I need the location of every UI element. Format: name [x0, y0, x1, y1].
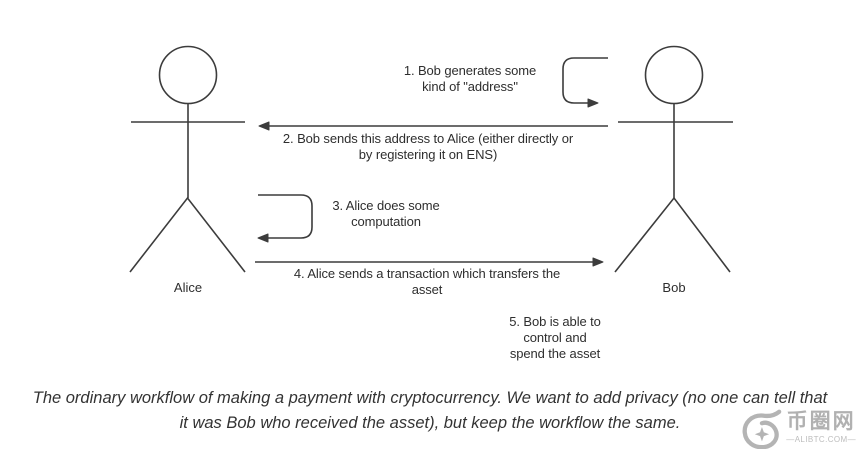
bob-name-label: Bob	[662, 280, 686, 295]
bob-head	[644, 45, 704, 105]
alice-legs	[129, 196, 246, 273]
step1-self-loop-arrow	[562, 57, 608, 108]
step5-label: 5. Bob is able to control and spend the …	[509, 314, 601, 361]
step1-label: 1. Bob generates some kind of "address"	[403, 63, 537, 94]
swirl-logo-icon	[742, 409, 782, 449]
alice-name-label: Alice	[173, 280, 203, 295]
figure-caption: The ordinary workflow of making a paymen…	[0, 386, 860, 436]
sequence-diagram-graphics	[129, 45, 733, 273]
caption-line-1: The ordinary workflow of making a paymen…	[32, 389, 828, 407]
watermark-domain: —ALIBTC.COM—	[786, 435, 856, 444]
caption-line-2: it was Bob who received the asset), but …	[179, 414, 681, 432]
step3-self-loop-arrow	[257, 194, 313, 243]
step4-label: 4. Alice sends a transaction which trans…	[293, 266, 561, 297]
star-icon	[755, 427, 770, 442]
watermark: 币圈网 —ALIBTC.COM—	[740, 407, 856, 449]
alice-stick-figure	[129, 45, 246, 273]
bob-stick-figure	[614, 45, 733, 273]
alice-head	[158, 45, 218, 105]
watermark-site-name: 币圈网	[786, 410, 856, 433]
bob-legs	[614, 196, 731, 273]
step2-label: 2. Bob sends this address to Alice (eith…	[282, 131, 574, 162]
step3-label: 3. Alice does some computation	[332, 198, 440, 229]
